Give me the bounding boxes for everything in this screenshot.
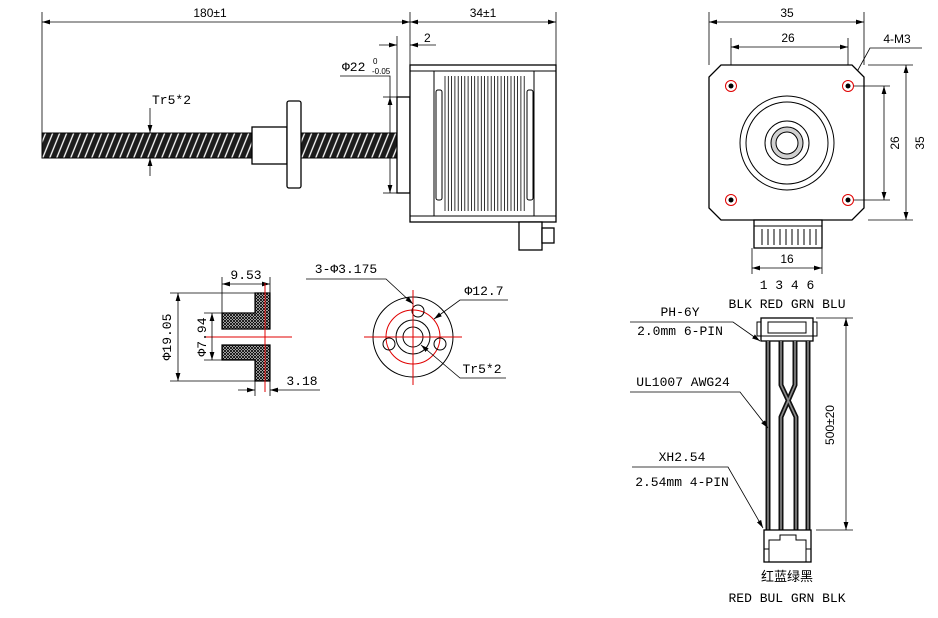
height-dimension-text: 35 [913, 136, 927, 150]
nut-section-upper [221, 292, 271, 330]
nut-mount-hole [411, 304, 425, 318]
wire-spec-leader [630, 391, 769, 429]
nut-front-view: 3-Φ3.175 Φ12.7 Tr5*2 [306, 262, 508, 385]
nut-holes-leader [306, 278, 414, 305]
motor-side-connector-latch [541, 227, 555, 244]
bottom-connector-detail [768, 534, 807, 562]
bottom-colors-cn-text: 红蓝绿黑 [761, 569, 813, 585]
bottom-connector-name: XH2.54 [659, 450, 706, 465]
pin-colors-text: BLK RED GRN BLU [728, 297, 845, 312]
cable-length-dimension-text: 500±20 [823, 405, 837, 445]
mounting-hole-center [845, 83, 851, 89]
width-dimension-text: 35 [780, 6, 794, 20]
boss-tolerance-lower: -0.05 [372, 67, 391, 76]
nut-holes-label: 3-Φ3.175 [315, 262, 377, 277]
body-dimension-text: 34±1 [470, 6, 497, 20]
wire-spec-text: UL1007 AWG24 [636, 375, 730, 390]
wire-core [780, 341, 796, 530]
nut-flange [286, 100, 302, 189]
top-connector-tab [812, 321, 818, 337]
flange-thickness-text: 3.18 [286, 374, 317, 389]
flange-diameter-text: Φ19.05 [160, 314, 175, 361]
motor-boss [396, 96, 411, 194]
front-view: 35 26 4-M3 26 35 [708, 6, 927, 274]
mounting-hole-center [728, 197, 734, 203]
pin-numbers-text: 1 3 4 6 [760, 278, 815, 293]
bottom-connector-spec: 2.54mm 4-PIN [635, 475, 729, 490]
hole-spacing-dimension-text: 26 [781, 31, 795, 45]
nut-length-dimension-text: 9.53 [230, 268, 261, 283]
nut-thread-label: Tr5*2 [462, 362, 501, 377]
mounting-hole [725, 80, 737, 92]
nut-body [251, 126, 288, 165]
connector-dimension-text: 16 [780, 252, 794, 266]
motor-connector [753, 219, 823, 249]
nut-bolt-circle-leader [433, 299, 508, 320]
shaft-bearing-circle [764, 120, 810, 166]
nut-section-lower [221, 344, 271, 382]
lead-screw [41, 132, 399, 159]
mounting-hole [842, 80, 854, 92]
boss-diameter-leader [340, 75, 391, 97]
boss-tolerance-upper: 0 [373, 57, 378, 66]
screw-thread-text: Tr5*2 [152, 93, 191, 108]
mounting-hole [842, 194, 854, 206]
nut-section-view: 9.53 Φ19.05 Φ7.94 3.18 [160, 268, 320, 396]
nut-mount-hole [382, 337, 396, 351]
motor-side-connector [518, 221, 543, 251]
top-connector-leader [630, 321, 761, 342]
boss-outer-circle [739, 95, 835, 191]
body-diameter-text: Φ7.94 [195, 317, 210, 356]
top-connector-name: PH-6Y [660, 305, 699, 320]
motor-fins [444, 76, 525, 211]
top-connector [760, 317, 814, 342]
length-dimension-text: 180±1 [193, 6, 227, 20]
mounting-holes [725, 80, 854, 206]
boss-inner-circle [745, 101, 829, 185]
nut-bolt-circle-label: Φ12.7 [464, 284, 503, 299]
bottom-connector-leader [632, 466, 764, 529]
hole-label-leader [852, 47, 922, 80]
mounting-hole-center [845, 197, 851, 203]
side-view: 180±1 34±1 2 Φ22 0 -0.05 Tr5*2 [41, 6, 557, 251]
mounting-hole [725, 194, 737, 206]
motor-rear-cap-detail [526, 89, 534, 201]
cable-assembly: 1 3 4 6 BLK RED GRN BLU PH-6Y 2.0mm 6-PI… [630, 278, 853, 606]
hole-spacing-v-dimension-text: 26 [888, 136, 902, 150]
hole-label-text: 4-M3 [883, 32, 911, 46]
motor-connector-pins [761, 229, 817, 245]
boss-diameter-text: Φ22 [342, 60, 365, 75]
top-connector-spec: 2.0mm 6-PIN [637, 324, 723, 339]
bottom-colors-text: RED BUL GRN BLK [728, 591, 845, 606]
boss-dimension-text: 2 [424, 31, 431, 45]
shaft-bore-circle [775, 131, 799, 155]
motor-front-cap-detail [435, 89, 443, 201]
nut-mount-hole [433, 337, 447, 351]
nut-thread-leader [420, 344, 506, 379]
wires [765, 341, 811, 530]
mounting-hole-center [728, 83, 734, 89]
top-connector-detail [767, 321, 807, 334]
